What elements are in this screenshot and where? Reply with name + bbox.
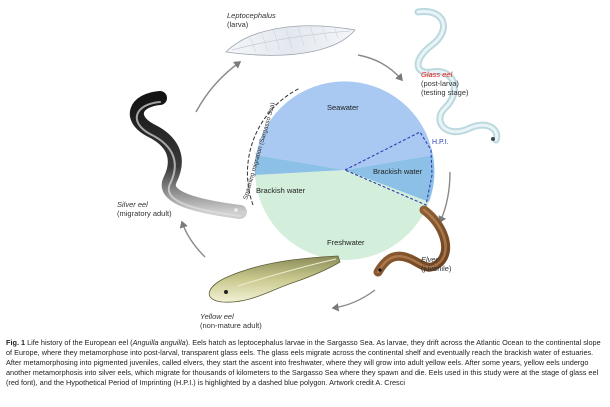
water-pie <box>246 81 435 261</box>
glass-eel-sub2: (testing stage) <box>421 88 469 97</box>
leptocephalus-name: Leptocephalus <box>227 11 276 20</box>
arrow-yellow-to-silver-eel <box>179 220 206 258</box>
seawater-sector <box>256 81 433 170</box>
yellow-eel-illustration <box>208 255 341 303</box>
brackish-left-label: Brackish water <box>256 186 306 195</box>
yellow-eel-name: Yellow eel <box>200 312 234 321</box>
elver-sub: (juvenile) <box>421 264 452 273</box>
seawater-label: Seawater <box>327 103 359 112</box>
silver-eel-name: Silver eel <box>117 200 148 209</box>
leptocephalus-sub: (larva) <box>227 20 249 29</box>
glass-eel-illustration <box>414 8 501 144</box>
brackish-sector-left <box>254 155 345 175</box>
caption-text-1: Life history of the European eel ( <box>25 338 133 347</box>
glass-eel-name: Glass eel <box>421 70 453 79</box>
freshwater-label: Freshwater <box>327 238 365 247</box>
spawning-migration-arc <box>246 87 301 206</box>
arrow-silver-to-larva <box>195 61 242 113</box>
silver-eel-illustration <box>129 91 247 219</box>
freshwater-sector <box>255 170 429 261</box>
brackish-right-label: Brackish water <box>373 167 423 176</box>
caption-species: Anguilla anguilla <box>132 338 186 347</box>
figure-caption: Fig. 1 Life history of the European eel … <box>6 338 604 388</box>
caption-text-2: ). Eels hatch as leptocephalus larvae in… <box>6 338 601 388</box>
arrow-larva-to-glass-eel <box>357 54 403 82</box>
cycle-arrows <box>179 54 451 312</box>
leptocephalus-illustration <box>225 25 356 56</box>
glass-eel-sub1: (post-larva) <box>421 79 459 88</box>
elver-illustration <box>373 205 451 277</box>
silver-eel-sub: (migratory adult) <box>117 209 172 218</box>
hpi-polygon <box>343 131 433 206</box>
hpi-label: H.P.I. <box>432 139 449 146</box>
elver-name: Elver <box>421 255 439 264</box>
arrow-glass-eel-to-elver <box>438 171 451 224</box>
yellow-eel-sub: (non-mature adult) <box>200 321 262 330</box>
caption-fig-num: Fig. 1 <box>6 338 26 347</box>
arrow-elver-to-yellow-eel <box>331 289 376 312</box>
life-cycle-diagram: Leptocephalus (larva) Glass eel (post-la… <box>117 8 501 330</box>
brackish-sector-right <box>345 155 435 202</box>
